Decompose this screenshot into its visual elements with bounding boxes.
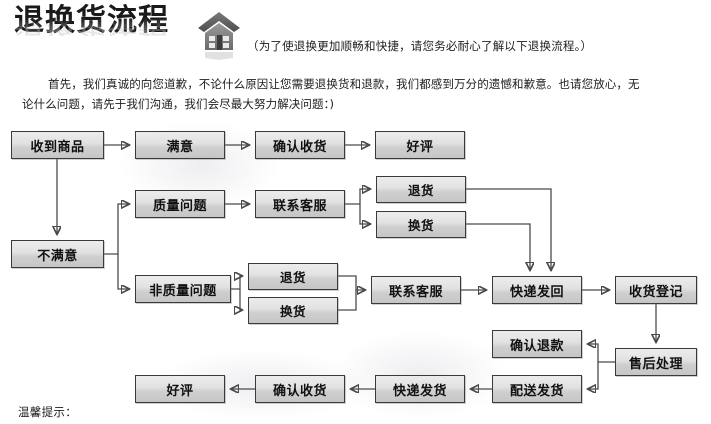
flow-node-express-shipment[interactable]: 快递发货 (375, 375, 465, 403)
page-title: 退换货流程 退换货流程 (14, 4, 244, 62)
flow-node-delivery-shipment[interactable]: 配送发货 (492, 375, 582, 403)
page-title-text: 退换货流程 (14, 3, 169, 38)
flow-node-confirm-receipt-bottom[interactable]: 确认收货 (255, 375, 345, 403)
house-icon (196, 8, 242, 60)
flow-node-satisfied[interactable]: 满意 (135, 131, 225, 159)
flow-node-exchange-top[interactable]: 换货 (376, 211, 466, 238)
flow-node-express-send-back[interactable]: 快递发回 (492, 276, 582, 304)
flow-node-non-quality-issue[interactable]: 非质量问题 (135, 275, 231, 303)
flow-node-contact-service-mid[interactable]: 联系客服 (371, 276, 461, 304)
intro-line-1: 首先，我们真诚的向您道歉，不论什么原因让您需要退换货和退款，我们都感到万分的遗憾… (48, 77, 640, 91)
warm-tip-label: 温馨提示： (18, 405, 77, 419)
flow-node-confirm-refund[interactable]: 确认退款 (492, 330, 582, 358)
subtitle: （为了使退换更加顺畅和快捷，请您务必耐心了解以下退换流程。） (247, 39, 593, 53)
flow-node-confirm-receipt-top[interactable]: 确认收货 (255, 131, 345, 159)
flow-node-unsatisfied[interactable]: 不满意 (11, 240, 104, 268)
flow-node-return-bottom[interactable]: 退货 (248, 263, 338, 290)
flow-node-return-top[interactable]: 退货 (376, 176, 466, 203)
flow-node-quality-issue[interactable]: 质量问题 (135, 190, 225, 218)
flow-node-good-review-bottom[interactable]: 好评 (135, 375, 225, 403)
flow-node-after-sales-handling[interactable]: 售后处理 (615, 348, 697, 376)
flow-node-contact-service-top[interactable]: 联系客服 (255, 190, 345, 218)
flow-node-exchange-bottom[interactable]: 换货 (248, 297, 338, 324)
intro-paragraph: 首先，我们真诚的向您道歉，不论什么原因让您需要退换货和退款，我们都感到万分的遗憾… (22, 74, 682, 114)
flow-node-received-goods[interactable]: 收到商品 (11, 131, 104, 159)
flow-node-good-review-top[interactable]: 好评 (375, 131, 465, 159)
intro-line-2: 论什么问题，请先于我们沟通，我们会尽最大努力解决问题：) (22, 97, 335, 111)
flow-node-receipt-registration[interactable]: 收货登记 (615, 276, 697, 304)
